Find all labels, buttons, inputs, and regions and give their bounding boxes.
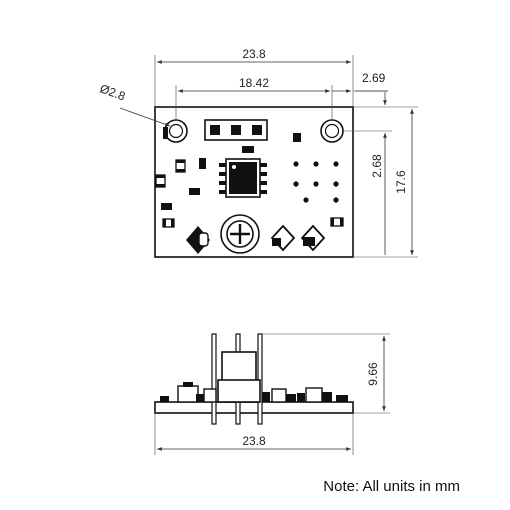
dim-hole-spacing-label: 18.42	[239, 76, 269, 90]
smd-component	[340, 218, 343, 226]
smd-component	[242, 146, 254, 153]
units-note: Note: All units in mm	[323, 478, 460, 495]
mounting-hole-left	[164, 119, 188, 143]
smd-resistors-left	[155, 158, 206, 228]
smd-component	[286, 394, 296, 402]
smd-component	[305, 387, 323, 403]
dim-hole-height-label: 2.68	[370, 154, 384, 178]
transistor-left	[186, 226, 210, 254]
smd-component	[322, 392, 332, 402]
dim-side-height-label: 9.66	[366, 362, 380, 386]
smd-component	[271, 388, 287, 403]
smd-component	[163, 127, 168, 139]
transistor-right	[300, 224, 326, 252]
smd-component	[196, 394, 204, 402]
pin-header-side	[211, 333, 263, 425]
smd-component	[183, 382, 193, 387]
mounting-hole-right	[320, 119, 344, 143]
smd-component	[160, 396, 169, 402]
smd-component	[177, 385, 199, 403]
smd-component	[203, 388, 217, 403]
smd-component	[293, 133, 301, 142]
dim-side-width-label: 23.8	[242, 434, 266, 448]
dim-hole-diameter-label: Ø2.8	[98, 81, 128, 103]
smd-component	[336, 395, 348, 402]
transistor-middle	[270, 224, 296, 252]
smd-component	[331, 218, 334, 226]
potentiometer	[220, 214, 260, 254]
smd-component	[297, 393, 305, 402]
side-view: 9.66 23.8	[154, 333, 390, 455]
dim-hole-offset-label: 2.69	[362, 71, 386, 85]
via-dot-grid	[293, 161, 339, 203]
pcb-board-side	[154, 401, 354, 414]
smd-component	[262, 392, 270, 402]
pin-header-top	[204, 119, 268, 141]
dim-top-height-label: 17.6	[394, 170, 408, 194]
top-view: 23.8 18.42 2.69 Ø2.8 2.68 17.6	[98, 47, 418, 258]
dim-top-width-label: 23.8	[242, 47, 266, 61]
ic-chip	[219, 158, 267, 198]
